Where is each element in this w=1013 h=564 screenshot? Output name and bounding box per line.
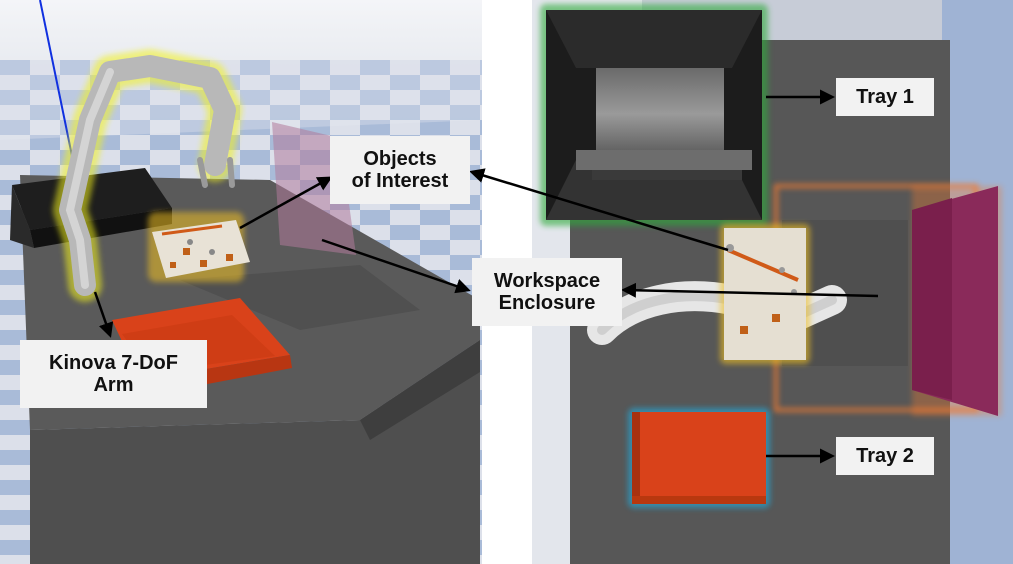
tray1-top xyxy=(540,4,768,226)
label-tray1: Tray 1 xyxy=(836,78,934,116)
objects-box-top xyxy=(720,224,810,364)
label-objects-of-interest: Objects of Interest xyxy=(330,136,470,204)
label-kinova-arm-line1: Kinova 7-DoF xyxy=(49,352,178,374)
label-tray2-text: Tray 2 xyxy=(856,445,914,467)
kinova-arm-perspective xyxy=(53,49,242,302)
label-kinova-arm: Kinova 7-DoF Arm xyxy=(20,340,207,408)
label-tray2: Tray 2 xyxy=(836,437,934,475)
table-front xyxy=(30,340,480,564)
label-objects-line1: Objects xyxy=(363,148,437,170)
label-workspace-line1: Workspace xyxy=(493,270,601,292)
perspective-scene xyxy=(0,0,482,564)
objects-box-perspective xyxy=(148,212,250,282)
perspective-view-panel xyxy=(0,0,482,564)
label-objects-line2: of Interest xyxy=(351,170,449,192)
label-tray1-text: Tray 1 xyxy=(856,86,914,108)
label-workspace-enclosure: Workspace Enclosure xyxy=(472,258,622,326)
label-workspace-line2: Enclosure xyxy=(498,292,596,314)
label-kinova-arm-line2: Arm xyxy=(93,374,134,396)
tray2-top xyxy=(628,408,770,508)
